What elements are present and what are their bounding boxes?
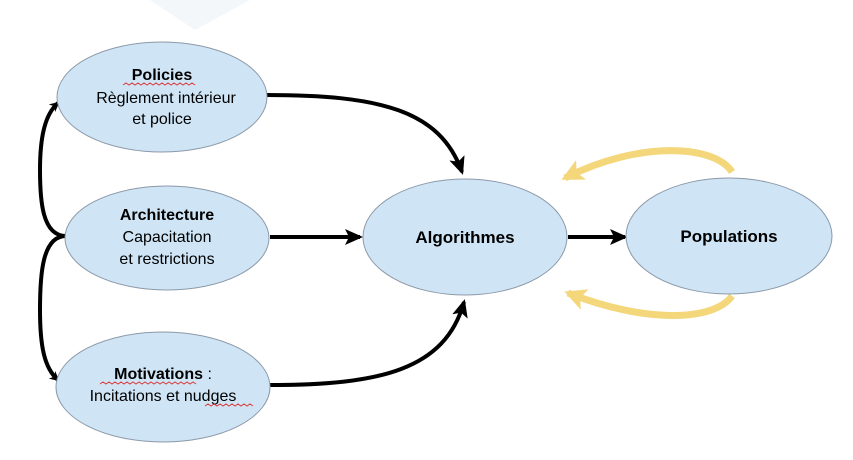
node-populations-title: Populations — [680, 227, 777, 246]
node-motivations-title-line: Motivations : — [114, 366, 212, 383]
node-policies-line2: et police — [132, 111, 192, 128]
connector-architecture-to-motivations — [37, 234, 67, 382]
node-architecture-title: Architecture — [120, 207, 214, 224]
node-architecture-line1: Capacitation — [123, 229, 212, 246]
node-algorithmes: Algorithmes — [362, 178, 568, 296]
node-policies: Policies Règlement intérieur et police — [56, 41, 268, 153]
node-motivations-spellcheck-underline — [99, 381, 197, 385]
node-algorithmes-title: Algorithmes — [415, 228, 514, 247]
node-populations: Populations — [625, 177, 833, 295]
connector-architecture-to-policies — [37, 101, 67, 238]
node-policies-line1: Règlement intérieur — [96, 90, 236, 107]
arrow-motivations-to-algorithmes — [269, 299, 468, 387]
node-algorithmes-shape — [362, 178, 568, 296]
node-motivations-line1-spellcheck-underline — [204, 403, 254, 407]
node-policies-spellcheck-underline — [122, 82, 196, 86]
arrow-policies-to-algorithmes — [265, 93, 465, 175]
node-motivations-title: Motivations — [114, 366, 203, 383]
node-populations-shape — [625, 177, 833, 295]
node-motivations-title-suffix: : — [203, 366, 212, 383]
node-motivations-line1: Incitations et nudges — [90, 388, 237, 405]
node-motivations: Motivations : Incitations et nudges — [55, 331, 271, 443]
node-policies-shape — [56, 41, 268, 153]
feedback-arrow-bottom — [564, 289, 735, 319]
node-architecture-shape — [64, 185, 270, 291]
node-motivations-shape — [55, 331, 271, 443]
node-architecture-line2: et restrictions — [119, 251, 214, 268]
node-architecture: Architecture Capacitation et restriction… — [64, 185, 270, 291]
node-policies-title: Policies — [132, 67, 193, 84]
background-watermark — [150, 0, 250, 30]
feedback-arrow-top — [561, 147, 735, 182]
